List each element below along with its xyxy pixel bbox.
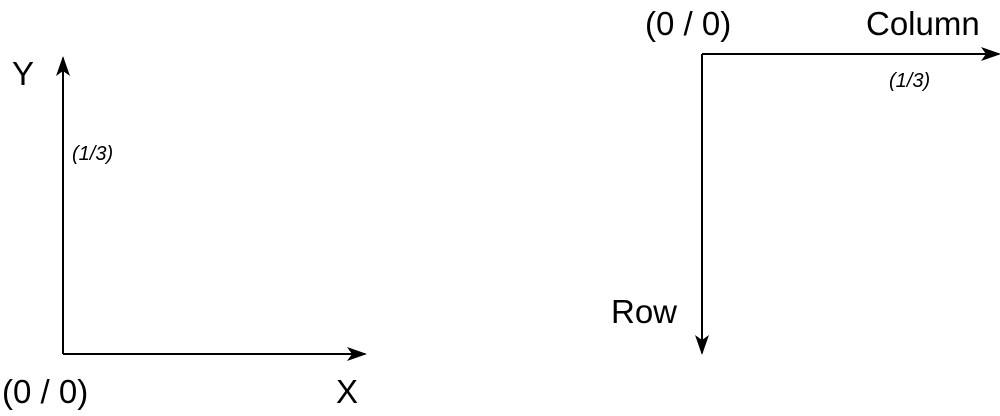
origin-label: (0 / 0) [2,373,88,410]
image-system: (0 / 0) Column Row (1/3) [611,5,1000,355]
column-axis-label: Column [866,5,980,42]
row-axis-label: Row [611,293,677,330]
cartesian-system: Y X (0 / 0) (1/3) [2,55,367,410]
y-axis-label: Y [12,55,34,92]
origin-label: (0 / 0) [645,5,731,42]
x-axis-label: X [336,373,358,410]
point-label: (1/3) [72,143,113,165]
point-label: (1/3) [889,70,930,92]
